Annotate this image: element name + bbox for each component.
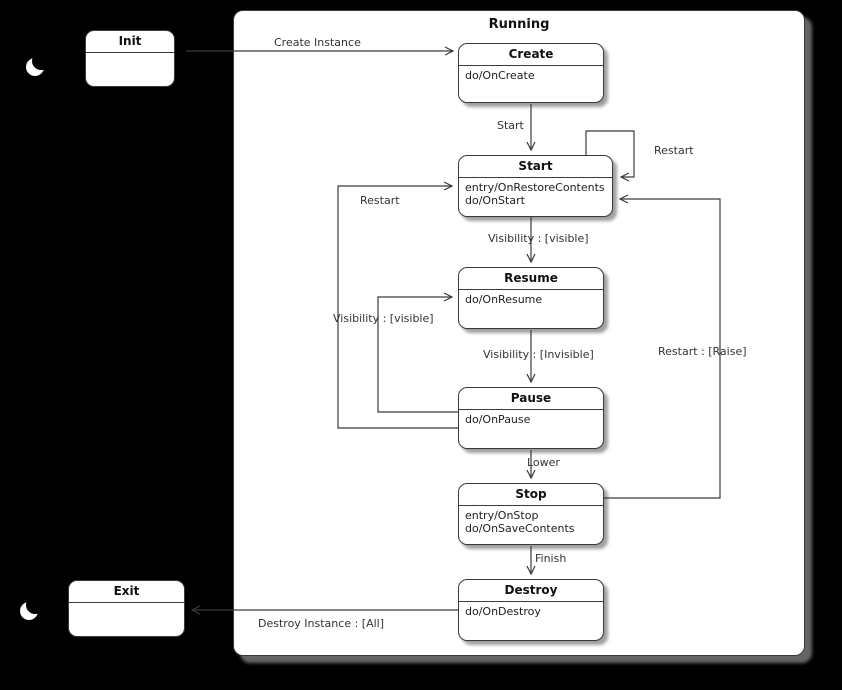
state-pause-body: do/OnPause (459, 410, 603, 426)
composite-state-title: Running (488, 17, 550, 32)
state-resume-body: do/OnResume (459, 290, 603, 306)
state-init-body (86, 53, 174, 56)
state-pause-title: Pause (459, 388, 603, 410)
state-destroy: Destroy do/OnDestroy (458, 579, 604, 641)
state-start-title: Start (459, 156, 612, 178)
state-stop: Stop entry/OnStop do/OnSaveContents (458, 483, 604, 545)
state-destroy-title: Destroy (459, 580, 603, 602)
state-start-action: do/OnStart (465, 194, 525, 207)
transition-label-create-instance: Create Instance (274, 36, 361, 49)
state-resume-action: do/OnResume (465, 293, 543, 306)
state-create-action: do/OnCreate (465, 69, 535, 82)
crescent-moon-icon (25, 52, 50, 78)
state-init-title: Init (86, 31, 174, 53)
state-exit: Exit (68, 580, 185, 637)
state-start-body: entry/OnRestoreContents do/OnStart (459, 178, 612, 207)
transition-label-destroy-instance: Destroy Instance : [All] (258, 617, 385, 630)
crescent-moon-icon (19, 596, 44, 622)
state-pause: Pause do/OnPause (458, 387, 604, 449)
state-destroy-body: do/OnDestroy (459, 602, 603, 618)
transition-label-restart-left: Restart (360, 194, 400, 207)
transition-label-start: Start (497, 119, 524, 132)
transition-label-visibility-visible: Visibility : [visible] (488, 232, 589, 245)
transition-label-restart-raise: Restart : [Raise] (658, 345, 747, 358)
transition-label-visibility-invisible: Visibility : [Invisible] (483, 348, 594, 361)
state-destroy-action: do/OnDestroy (465, 605, 541, 618)
transition-label-finish: Finish (535, 552, 567, 565)
state-resume: Resume do/OnResume (458, 267, 604, 329)
state-stop-action: do/OnSaveContents (465, 522, 575, 535)
state-init: Init (85, 30, 175, 87)
state-create-title: Create (459, 44, 603, 66)
state-stop-title: Stop (459, 484, 603, 506)
transition-label-restart-self: Restart (654, 144, 694, 157)
state-start: Start entry/OnRestoreContents do/OnStart (458, 155, 613, 217)
transition-label-visibility-visible-loop: Visibility : [visible] (333, 312, 434, 325)
composite-state-running: Running (233, 10, 805, 656)
state-create: Create do/OnCreate (458, 43, 604, 103)
state-stop-body: entry/OnStop do/OnSaveContents (459, 506, 603, 535)
state-exit-title: Exit (69, 581, 184, 603)
state-start-action: entry/OnRestoreContents (465, 181, 605, 194)
transition-label-lower: Lower (527, 456, 560, 469)
state-stop-action: entry/OnStop (465, 509, 539, 522)
state-exit-body (69, 603, 184, 606)
state-create-body: do/OnCreate (459, 66, 603, 82)
state-resume-title: Resume (459, 268, 603, 290)
state-pause-action: do/OnPause (465, 413, 531, 426)
